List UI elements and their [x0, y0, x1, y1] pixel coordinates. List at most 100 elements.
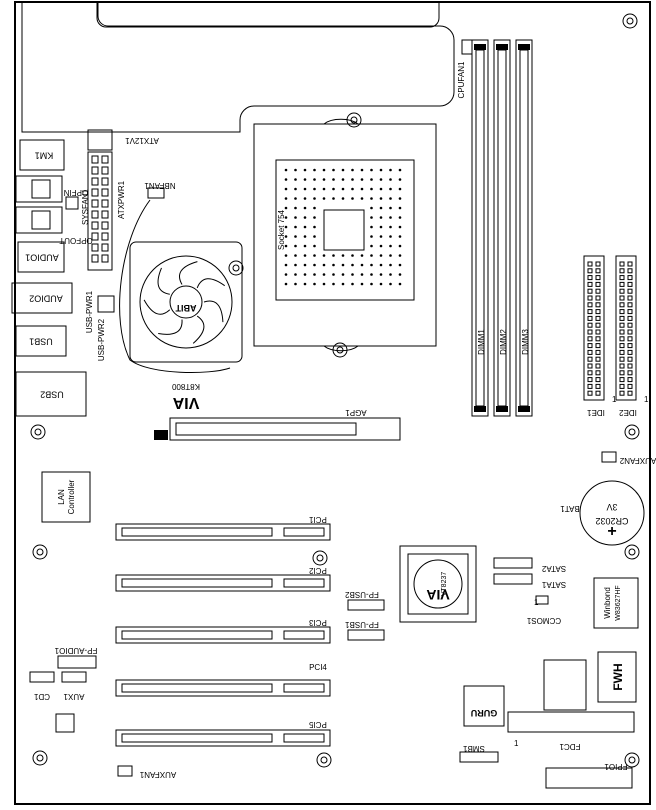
ide-pin [595, 329, 601, 335]
atx-pin [91, 166, 99, 175]
mount-hole [316, 752, 332, 768]
socket-pin [360, 197, 364, 200]
socket-pin [379, 235, 383, 238]
socket-pin [332, 187, 335, 191]
winbond-line1: Winbond [603, 587, 612, 619]
opfin-connector [15, 175, 63, 203]
mount-hole [32, 544, 48, 560]
mount-hole-inner [320, 756, 328, 764]
ide-pin [619, 343, 625, 349]
ide-pin [587, 377, 593, 383]
fan-blade [196, 278, 225, 289]
socket-pin [294, 206, 297, 210]
socket-pin [294, 263, 297, 267]
ide-pin [619, 288, 625, 294]
northbridge-fan [139, 255, 233, 349]
cd1-label: CD1 [33, 692, 50, 701]
pin-one-marker: 1 [514, 739, 519, 748]
socket-pin [379, 263, 383, 267]
fan-logo: ABIT [175, 303, 196, 313]
agp1-slot [169, 417, 401, 441]
fdc1-connector [507, 711, 635, 733]
ide-pin [627, 363, 633, 369]
ide-pin [587, 268, 593, 274]
ide-pin [587, 315, 593, 321]
sata2-label: SATA2 [541, 564, 566, 573]
agp1-latch [154, 430, 168, 440]
atx-pin [91, 232, 99, 241]
socket-pin [294, 254, 297, 257]
socket-pin [351, 168, 354, 172]
ide-pin [619, 329, 625, 335]
mount-hole [624, 752, 640, 768]
aux1-header [61, 671, 87, 683]
debug-led-display [543, 659, 587, 711]
cpu-retention-frame [253, 123, 437, 347]
atx-pin [101, 232, 109, 241]
ide-pin [595, 309, 601, 315]
socket-pin [370, 187, 373, 191]
ide-pin [587, 288, 593, 294]
ccmos1-label: CCMOS1 [526, 616, 561, 625]
battery-plus: + [607, 523, 616, 540]
cd1-header [29, 671, 55, 683]
socket-pin [370, 178, 373, 181]
socket-pin [284, 206, 288, 210]
socket-pin [398, 168, 402, 172]
ide-pin [587, 309, 593, 315]
socket-pin [360, 273, 364, 276]
socket-pin [313, 187, 316, 191]
atx-pin [101, 210, 109, 219]
fan-blade [203, 300, 224, 323]
opfin-inner [31, 179, 51, 199]
opfout-label: OPFOUT [59, 236, 92, 245]
socket-pin [379, 187, 383, 191]
socket-pin [284, 273, 288, 276]
socket-pin [322, 168, 326, 172]
ide-pin [587, 336, 593, 342]
socket-pin [313, 197, 316, 200]
socket-pin [332, 197, 335, 200]
socket-pin [398, 178, 402, 181]
mount-hole-inner [628, 428, 636, 436]
mount-hole-inner [232, 264, 240, 272]
ide-pin [595, 390, 601, 396]
socket-pin [351, 197, 354, 200]
atx-pin [101, 221, 109, 230]
pci-slot-inner [283, 527, 325, 537]
socket-pin [341, 187, 345, 191]
ide-pin [619, 268, 625, 274]
dimm-slot [515, 39, 533, 417]
atx-pin [91, 188, 99, 197]
fpio1-header [545, 767, 633, 789]
ide-pin [587, 329, 593, 335]
pci-slot-inner [121, 578, 273, 588]
dimm-latch [474, 44, 486, 50]
socket-pin [398, 197, 402, 200]
usb1-label: USB1 [29, 337, 53, 347]
socket-pin [284, 178, 288, 181]
ide-pin [627, 349, 633, 355]
socket-pin [341, 273, 345, 276]
mount-hole-inner [350, 116, 358, 124]
fan-blades [143, 261, 225, 344]
atx-pin [101, 177, 109, 186]
fp-audio1-label: FP-AUDIO1 [54, 646, 97, 655]
socket-pin [379, 216, 383, 219]
auxfan2-label: AUXFAN2 [619, 456, 656, 465]
dimm-latch [474, 406, 486, 412]
socket-pin [398, 225, 402, 229]
ide-pin [595, 349, 601, 355]
socket-pin [284, 168, 288, 172]
ide-pin [627, 343, 633, 349]
ide-pin [627, 315, 633, 321]
opfout-inner [31, 210, 51, 230]
socket-pin [313, 225, 316, 229]
socket-pin [322, 254, 326, 257]
auxfan1-header [117, 765, 133, 777]
socket-pin [370, 273, 373, 276]
socket-pin [370, 216, 373, 219]
atx-pin [91, 210, 99, 219]
sata2-connector [493, 557, 533, 569]
socket-pin [332, 254, 335, 257]
